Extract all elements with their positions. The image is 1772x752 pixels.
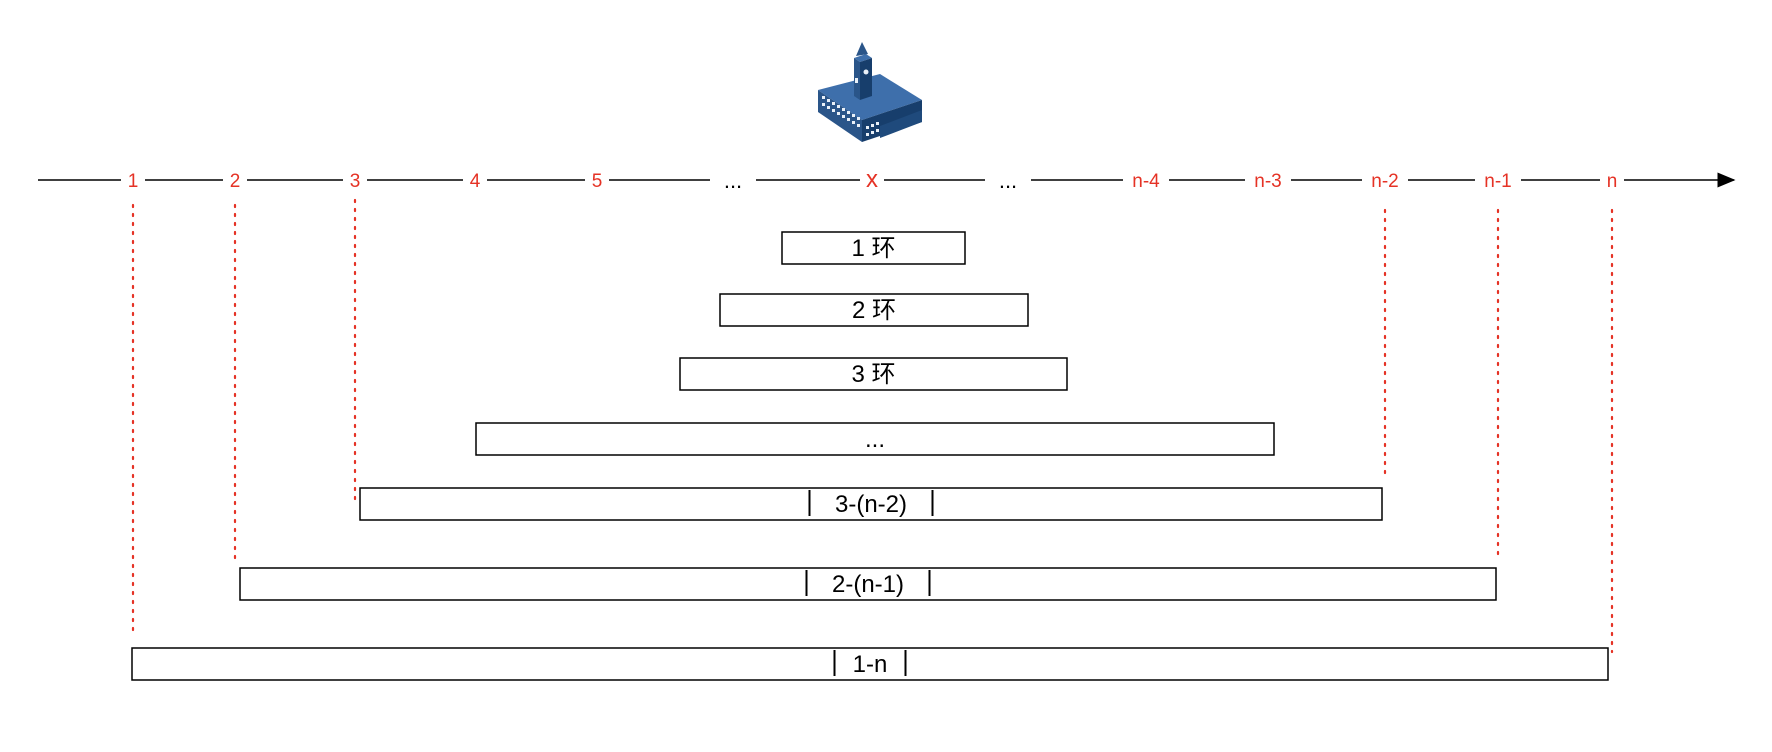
axis-tick-11: n-2: [1371, 171, 1398, 192]
school-building-icon: [818, 42, 922, 142]
ring-box-1: 1 环: [782, 232, 965, 264]
ring-box-5: 3-(n-2): [360, 488, 1382, 520]
ring-label-2: 2 环: [852, 297, 896, 324]
ring-label-4: ...: [865, 426, 885, 453]
ring-label-3: 3 环: [851, 361, 895, 388]
ring-label-1: 1 环: [851, 235, 895, 262]
ring-box-3: 3 环: [680, 358, 1067, 390]
axis-tick-9: n-4: [1132, 171, 1160, 192]
axis-tick-labels: 1 2 3 4 5... x... n-4 n-3 n-2 n-1 n: [121, 166, 1624, 194]
ring-label-6: 2-(n-1): [832, 571, 904, 598]
axis-tick-12: n-1: [1484, 171, 1511, 192]
ring-boxes: 1 环 2 环 3 环... 3-(n-2) 2-(n-1) 1-n: [132, 232, 1608, 680]
ring-label-7: 1-n: [853, 651, 888, 678]
ring-box-7: 1-n: [132, 648, 1608, 680]
axis-tick-8: ...: [999, 168, 1017, 193]
axis-tick-2: 2: [230, 171, 241, 192]
axis-tick-1: 1: [128, 171, 139, 192]
axis-tick-4: 4: [470, 171, 481, 192]
axis-tick-3: 3: [350, 171, 361, 192]
ring-label-5: 3-(n-2): [835, 491, 907, 518]
axis-tick-7: x: [866, 166, 878, 193]
axis-tick-13: n: [1607, 171, 1618, 192]
ring-box-6: 2-(n-1): [240, 568, 1496, 600]
axis-tick-5: 5: [592, 171, 603, 192]
axis-tick-6: ...: [724, 168, 742, 193]
ring-box-2: 2 环: [720, 294, 1028, 326]
axis-tick-10: n-3: [1254, 171, 1281, 192]
ring-box-4: ...: [476, 423, 1274, 455]
